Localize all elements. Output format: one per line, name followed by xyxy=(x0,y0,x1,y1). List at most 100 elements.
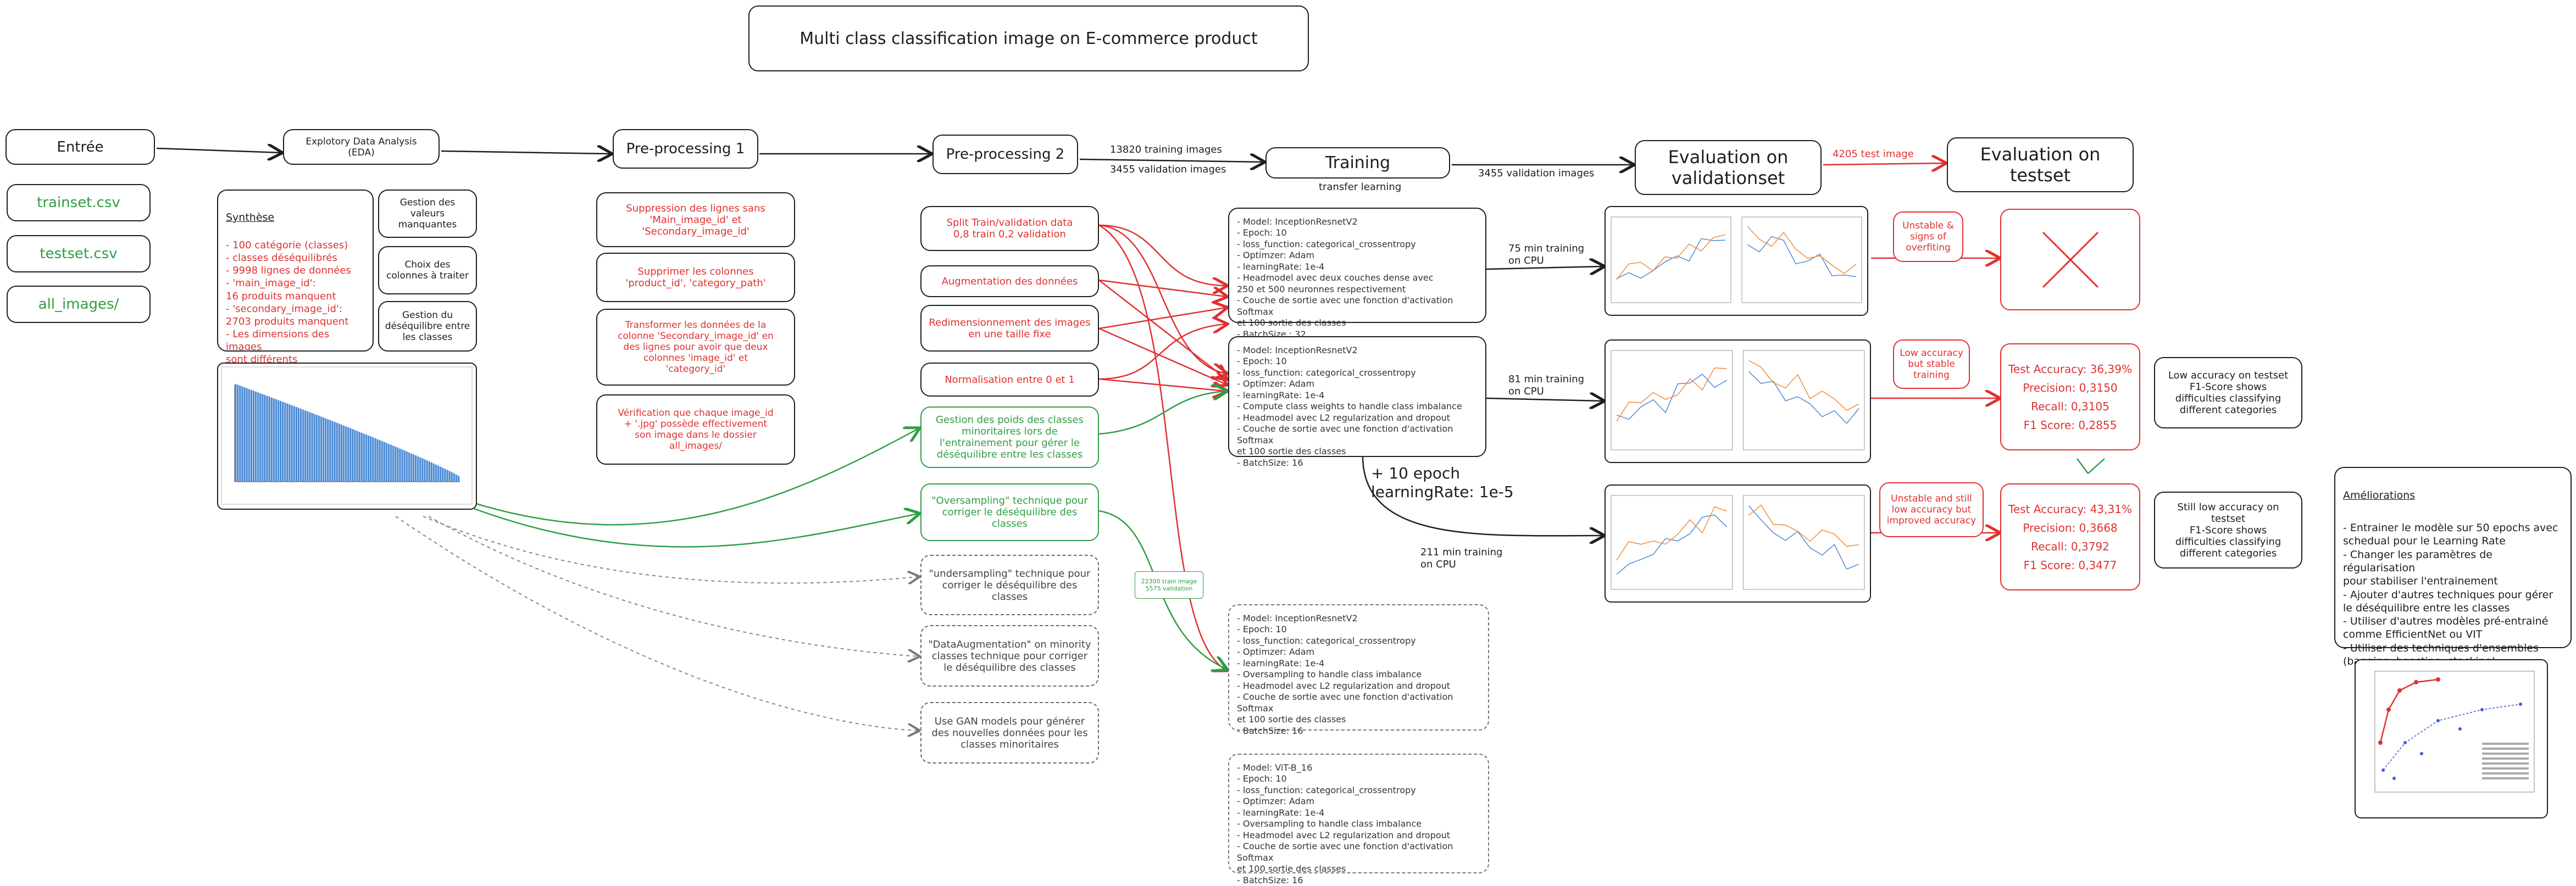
test-note-1: Low accuracy on testset F1-Score shows d… xyxy=(2154,357,2302,428)
distribution-bar xyxy=(304,410,307,482)
comparison-point xyxy=(2420,752,2423,755)
distribution-bar xyxy=(428,461,430,482)
distribution-bar xyxy=(372,437,374,482)
distribution-bar xyxy=(342,425,345,482)
training-time-1: 75 min training on CPU xyxy=(1508,243,1585,266)
distribution-bar xyxy=(365,434,368,482)
distribution-bar xyxy=(277,400,280,482)
comparison-table-row xyxy=(2482,753,2529,755)
distribution-bar xyxy=(264,395,266,482)
synthese-text: - 100 catégorie (classes) - classes désé… xyxy=(226,239,351,365)
test-accuracy-2: Test Accuracy: 43,31% xyxy=(2008,502,2132,516)
precision-1: Precision: 0,3150 xyxy=(2023,381,2118,394)
distribution-bar xyxy=(408,452,410,482)
distribution-bar xyxy=(246,388,248,482)
curve-panel xyxy=(1611,216,1731,303)
distribution-bar xyxy=(262,394,264,482)
curve-line xyxy=(1616,238,1726,280)
training-curves-3-plot xyxy=(1611,495,1865,590)
distribution-bar xyxy=(259,393,262,482)
training-subtitle: transfer learning xyxy=(1319,181,1402,193)
training-curves-2-plot xyxy=(1611,350,1865,450)
training-time-3: 211 min training on CPU xyxy=(1420,547,1503,570)
comparison-point xyxy=(2381,768,2385,772)
curve-line xyxy=(1616,234,1726,280)
eda-imbalance: Gestion du déséquilibre entre les classe… xyxy=(378,301,477,352)
input-testset: testset.csv xyxy=(7,235,151,272)
distribution-bar xyxy=(358,432,360,482)
precision-2: Precision: 0,3668 xyxy=(2023,521,2118,534)
distribution-bar xyxy=(254,391,257,482)
ameliorations-text: - Entrainer le modèle sur 50 epochs avec… xyxy=(2343,521,2558,667)
distribution-bar xyxy=(446,470,448,482)
distribution-bar xyxy=(291,405,293,482)
train-images-label: 13820 training images xyxy=(1110,144,1222,155)
test-result-1: Test Accuracy: 36,39% Precision: 0,3150 … xyxy=(2000,343,2140,450)
distribution-bar xyxy=(297,408,300,482)
pre1-step-1: Suppression des lignes sans 'Main_image_… xyxy=(596,192,795,247)
pre2-normalisation: Normalisation entre 0 et 1 xyxy=(920,363,1099,397)
distribution-bar xyxy=(395,447,397,482)
distribution-bar xyxy=(320,416,323,482)
distribution-bar xyxy=(435,464,437,482)
distribution-bar xyxy=(437,465,440,482)
distribution-bar xyxy=(356,431,358,482)
model-config-1: - Model: InceptionResnetV2 - Epoch: 10 -… xyxy=(1228,208,1486,339)
comparison-point xyxy=(2458,727,2462,731)
oversample-count-note: 22300 train image 5575 validation xyxy=(1135,571,1203,599)
distribution-bar xyxy=(241,386,243,482)
distribution-bar xyxy=(455,474,458,482)
distribution-bar xyxy=(248,389,250,482)
distribution-bar xyxy=(311,413,313,482)
distribution-bar xyxy=(313,414,315,482)
comparison-point xyxy=(2519,703,2522,706)
distribution-bar xyxy=(288,404,291,482)
f1-score-1: F1 Score: 0,2855 xyxy=(2023,418,2117,432)
distribution-bar xyxy=(392,445,395,482)
comparison-point xyxy=(2436,719,2440,722)
comparison-point xyxy=(2436,677,2440,682)
training-curves-1 xyxy=(1605,206,1868,316)
distribution-bar xyxy=(376,439,379,482)
class-distribution-chart xyxy=(217,363,477,510)
distribution-bar xyxy=(401,449,403,482)
distribution-bar xyxy=(406,451,408,482)
distribution-bar xyxy=(432,463,435,482)
preprocessing-1-box: Pre-processing 1 xyxy=(613,129,758,169)
distribution-bar xyxy=(399,448,401,482)
comparison-point xyxy=(2480,708,2484,711)
distribution-bar xyxy=(370,436,372,482)
distribution-bar xyxy=(325,418,327,482)
f1-score-2: F1 Score: 0,3477 xyxy=(2023,558,2117,572)
distribution-bar xyxy=(444,469,446,482)
recall-2: Recall: 0,3792 xyxy=(2031,539,2109,553)
model-comparison-thumbnail xyxy=(2355,659,2548,818)
distribution-bar xyxy=(318,415,320,482)
val-note-2: Low accuracy but stable training xyxy=(1893,339,1970,389)
eval-validation-box: Evaluation on validationset xyxy=(1635,140,1822,195)
distribution-bar xyxy=(336,422,338,482)
class-distribution-bars xyxy=(221,366,473,505)
distribution-bar xyxy=(284,403,286,482)
comparison-table-row xyxy=(2482,757,2529,760)
pre2-split: Split Train/validation data 0,8 train 0,… xyxy=(920,206,1099,251)
curve-panel xyxy=(1611,350,1733,450)
distribution-bar xyxy=(315,415,318,482)
val-images-label-1: 3455 validation images xyxy=(1110,164,1226,175)
distribution-bar xyxy=(280,400,282,482)
distribution-bar xyxy=(430,462,432,482)
entree-box: Entrée xyxy=(5,129,155,165)
curve-line xyxy=(1616,514,1728,575)
distribution-bar xyxy=(381,441,383,482)
curve-line xyxy=(1748,360,1859,411)
distribution-bar xyxy=(440,466,442,482)
gan-box: Use GAN models pour générer des nouvelle… xyxy=(920,702,1099,764)
val-images-label-2: 3455 validation images xyxy=(1478,168,1595,179)
pre1-step-2: Supprimer les colonnes 'product_id', 'ca… xyxy=(596,253,795,302)
distribution-bar xyxy=(448,471,451,482)
distribution-bar xyxy=(293,406,295,482)
distribution-bar xyxy=(453,473,455,482)
distribution-bar xyxy=(390,444,392,482)
distribution-bar xyxy=(415,455,417,482)
curve-panel xyxy=(1611,495,1733,590)
